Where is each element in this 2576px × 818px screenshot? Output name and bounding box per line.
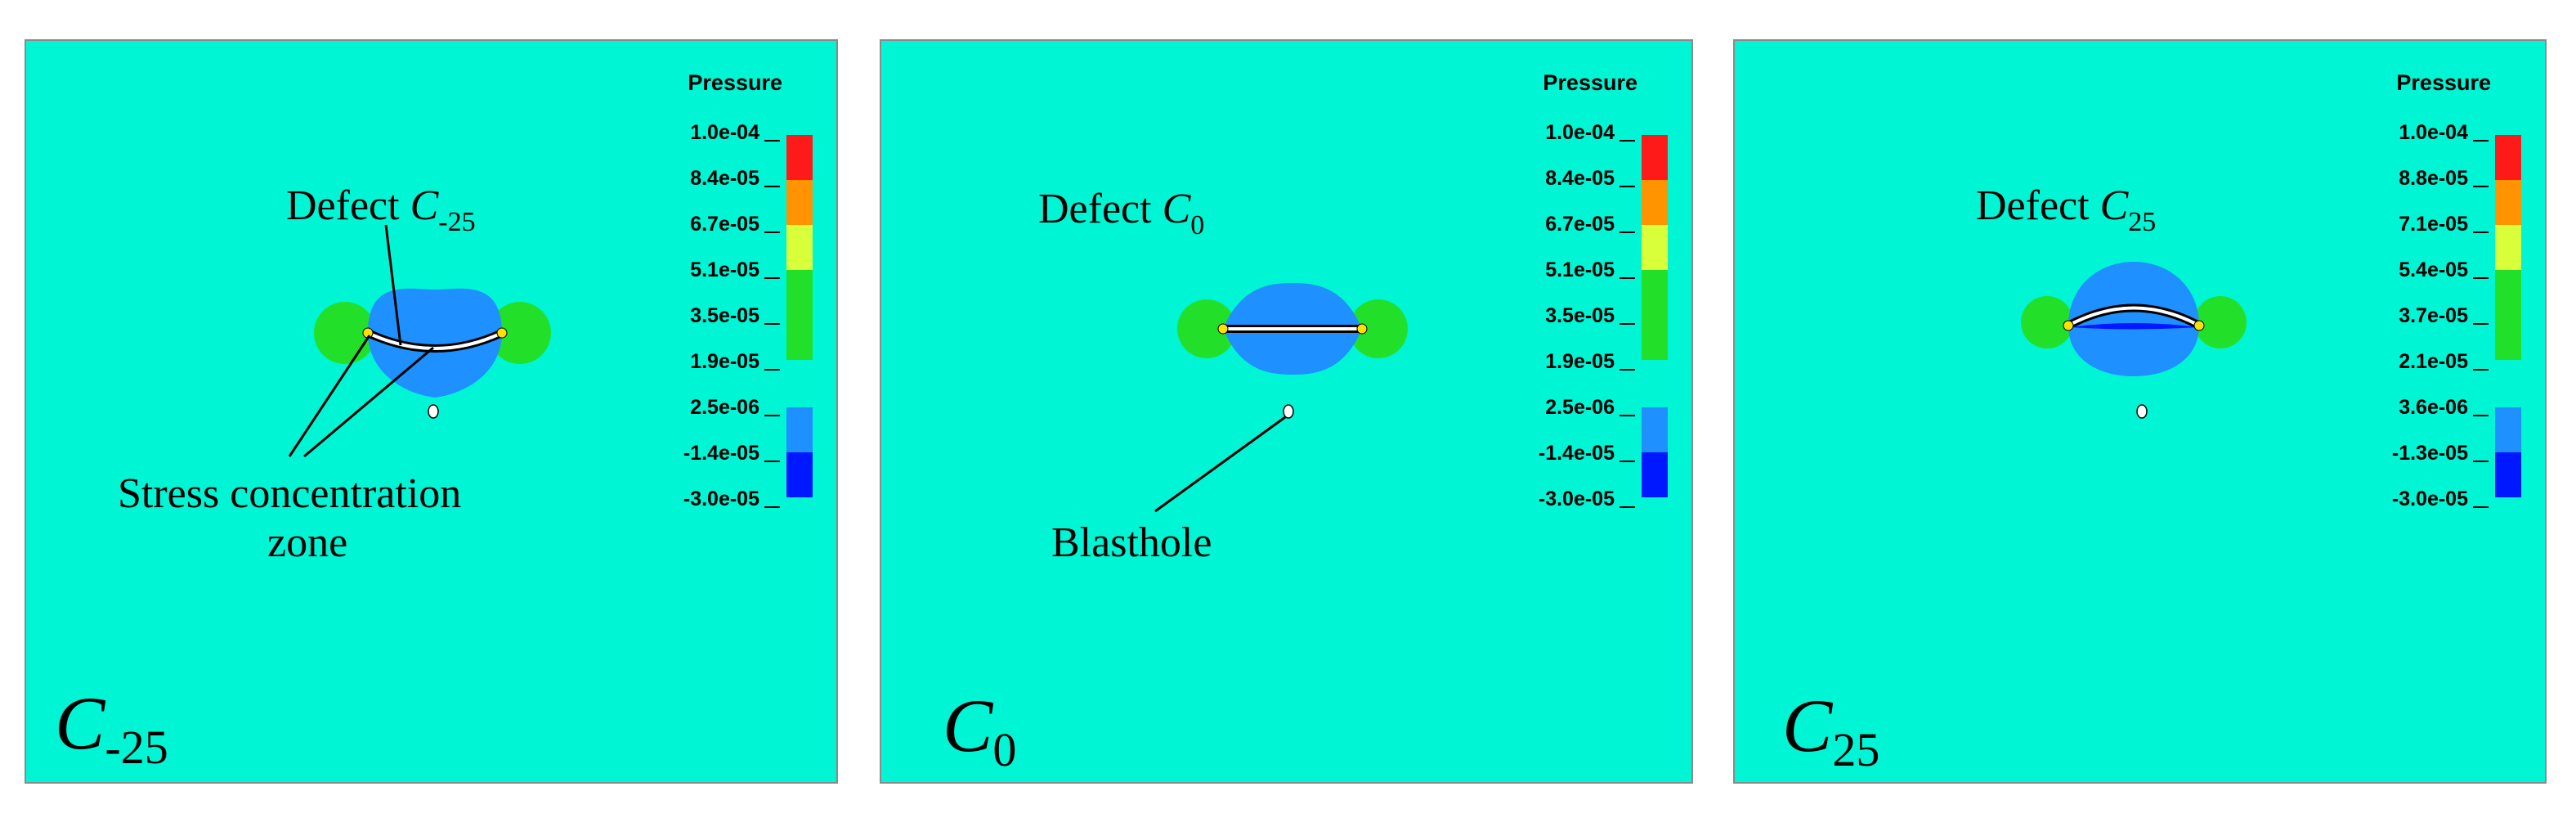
defect-leader-line — [384, 224, 402, 346]
crack-tip-left — [1217, 323, 1229, 335]
legend-tick-label: 3.5e-05 — [690, 304, 759, 327]
legend-band-green — [2495, 270, 2521, 360]
pressure-field-c-25: Defect C25 C25 Pressure 1.0e-04 8.8e-05 7.… — [1782, 70, 2521, 776]
legend-tick-label: 3.5e-05 — [1545, 304, 1615, 327]
blasthole — [1283, 404, 1294, 419]
legend-tick-label: 8.8e-05 — [2399, 167, 2468, 190]
legend-band-red — [786, 135, 813, 180]
crack-tip-right — [1356, 323, 1368, 335]
stress-zone-label-line2: zone — [267, 519, 347, 566]
legend-tick-label: -1.4e-05 — [683, 442, 759, 465]
defect-label: Defect C25 — [1976, 182, 2156, 237]
right-stress-lobe — [489, 302, 551, 364]
panel-label: C0 — [943, 684, 1016, 776]
defect-label: Defect C-25 — [286, 182, 476, 237]
legend-tick-label: 6.7e-05 — [1545, 213, 1615, 236]
legend-tick-label: 2.5e-06 — [690, 396, 759, 419]
pressure-field-c-minus-25: Defect C-25 Stress concentration zone C-… — [55, 70, 813, 774]
legend-title: Pressure — [688, 70, 782, 95]
panel-c-0: Defect C0 Blasthole C0 Pressure 1.0e-04 8… — [880, 39, 1693, 784]
panel-label: C-25 — [55, 681, 168, 774]
legend-band-yellow — [1642, 225, 1668, 270]
inner-pressure-zone — [2068, 262, 2199, 376]
legend-tick-label: -1.3e-05 — [2392, 442, 2468, 465]
legend-band-orange — [2495, 180, 2521, 225]
legend-tick-label: 8.4e-05 — [1545, 167, 1615, 190]
legend-tick-label: 1.0e-04 — [690, 121, 759, 144]
legend-tick-label: 5.1e-05 — [1545, 258, 1615, 281]
legend-tick-label: 2.1e-05 — [2399, 350, 2468, 373]
blasthole-label: Blasthole — [1051, 519, 1212, 566]
legend-tick-label: -3.0e-05 — [1539, 488, 1615, 510]
legend-tick-label: -1.4e-05 — [1539, 442, 1615, 465]
legend-tick-label: 1.0e-04 — [1545, 121, 1615, 144]
legend-tick-label: 3.7e-05 — [2399, 304, 2468, 327]
legend-title: Pressure — [1543, 70, 1637, 95]
legend-band-red — [1642, 135, 1668, 180]
pressure-field-c-0: Defect C0 Blasthole C0 Pressure 1.0e-04 8… — [943, 70, 1668, 776]
legend-tick-label: 1.0e-04 — [2399, 121, 2468, 144]
left-stress-lobe — [1177, 299, 1236, 358]
legend-band-red — [2495, 135, 2521, 180]
panel-c-minus-25: Defect C-25 Stress concentration zone C-… — [25, 39, 838, 784]
legend-band-lightblue — [786, 407, 813, 452]
stress-leader-line-left — [288, 335, 371, 457]
legend-band-orange — [786, 180, 813, 225]
legend-band-green — [1642, 270, 1668, 360]
defect-crack-inner — [367, 331, 503, 350]
legend-tick-label: 5.4e-05 — [2399, 258, 2468, 281]
legend-band-blue — [786, 452, 813, 497]
legend-tick-label: 2.5e-06 — [1545, 396, 1615, 419]
legend-tick-label: 1.9e-05 — [1545, 350, 1615, 373]
legend-tick-label: 1.9e-05 — [690, 350, 759, 373]
legend-band-yellow — [2495, 225, 2521, 270]
legend-band-blue — [1642, 452, 1668, 497]
pressure-legend: Pressure 1.0e-04 8.8e-05 7.1e-05 5.4e-05 3.7… — [2392, 70, 2521, 510]
left-stress-lobe — [2021, 296, 2073, 348]
legend-title: Pressure — [2396, 70, 2491, 95]
blasthole-leader-line — [1154, 416, 1286, 513]
legend-tick-label: -3.0e-05 — [2392, 488, 2468, 510]
blasthole — [2136, 404, 2148, 419]
crack-tip-right — [2193, 320, 2205, 331]
pressure-legend: Pressure 1.0e-04 8.4e-05 6.7e-05 5.1e-05 3.5… — [683, 70, 813, 510]
pressure-legend: Pressure 1.0e-04 8.4e-05 6.7e-05 5.1e-05 3.5… — [1539, 70, 1668, 510]
legend-tick-label: 5.1e-05 — [690, 258, 759, 281]
legend-tick-label: -3.0e-05 — [683, 488, 759, 510]
right-stress-lobe — [1349, 299, 1408, 358]
crack-tip-left — [2063, 320, 2074, 331]
crack-tip-right — [496, 327, 508, 339]
right-stress-lobe — [2194, 296, 2247, 348]
legend-tick-label: 7.1e-05 — [2399, 213, 2468, 236]
legend-tick-label: 3.6e-06 — [2399, 396, 2468, 419]
legend-band-lightblue — [1642, 407, 1668, 452]
legend-band-blue — [2495, 452, 2521, 497]
defect-label: Defect C0 — [1038, 186, 1204, 240]
panel-c-25: Defect C25 C25 Pressure 1.0e-04 8.8e-05 7.… — [1733, 39, 2547, 784]
legend-tick-label: 6.7e-05 — [690, 213, 759, 236]
inner-pressure-zone — [368, 288, 502, 398]
stress-leader-line-right — [303, 346, 434, 458]
legend-band-green — [786, 270, 813, 360]
panel-label: C25 — [1782, 684, 1879, 776]
tensile-zone — [2070, 323, 2197, 330]
legend-band-yellow — [786, 225, 813, 270]
legend-band-lightblue — [2495, 407, 2521, 452]
legend-band-orange — [1642, 180, 1668, 225]
defect-crack-inner — [2068, 306, 2200, 327]
legend-tick-label: 8.4e-05 — [690, 167, 759, 190]
blasthole — [428, 404, 439, 419]
stress-zone-label-line1: Stress concentration — [118, 470, 461, 517]
